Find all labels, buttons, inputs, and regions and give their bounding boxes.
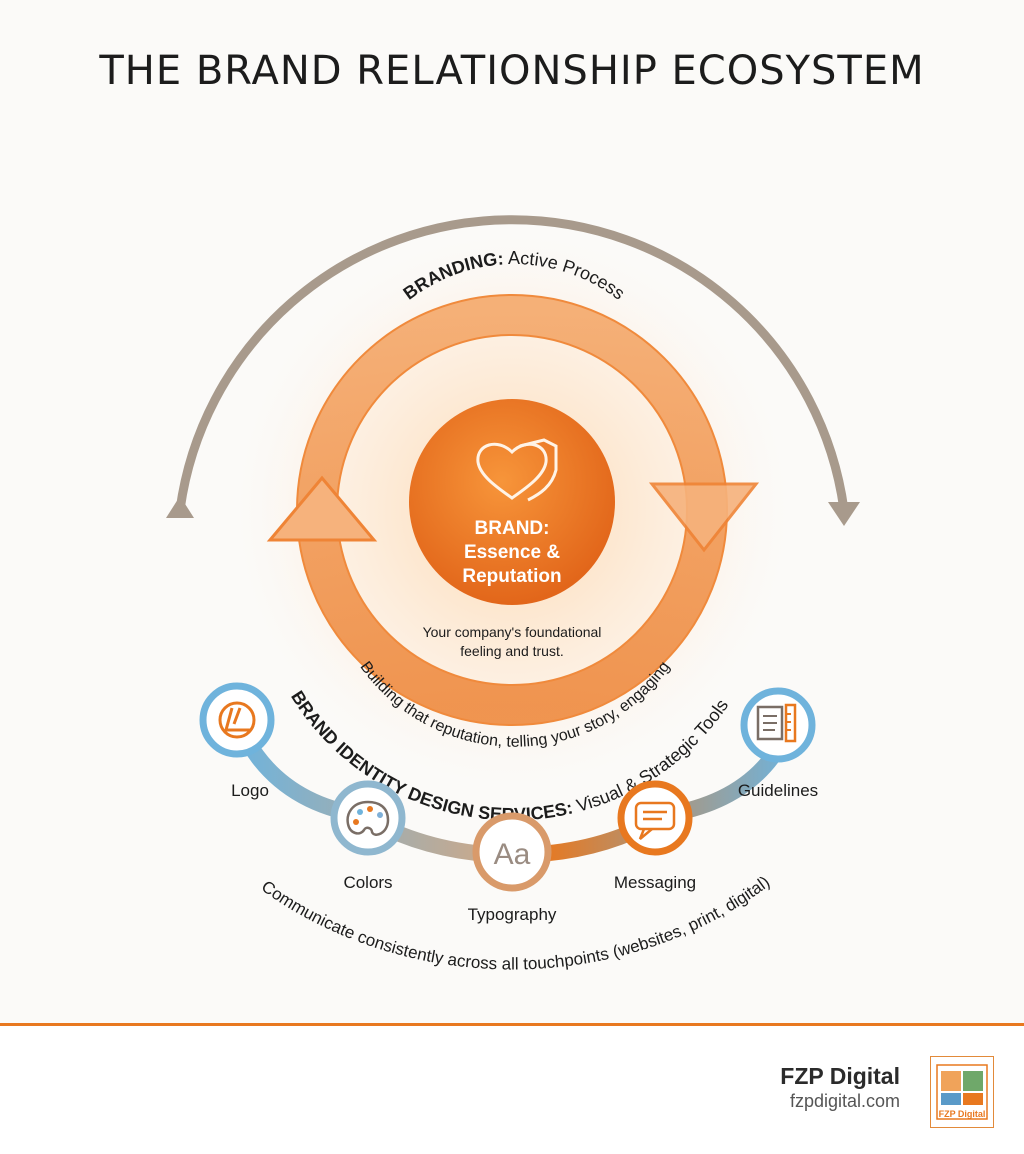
ecosystem-diagram: BRAND: Essence & Reputation Your company…	[166, 215, 860, 974]
palette-icon	[346, 800, 390, 836]
outer-arrow-up	[166, 496, 194, 518]
tool-colors: Colors	[330, 780, 406, 892]
svg-text:FZP Digital: FZP Digital	[939, 1109, 986, 1119]
core-heading-line1: BRAND:	[475, 518, 550, 539]
core-heading-line3: Reputation	[462, 566, 561, 587]
core-desc-line1: Your company's foundational	[423, 624, 602, 640]
logo-mark-icon	[218, 701, 256, 739]
footer-divider	[0, 1023, 1024, 1026]
tool-label-logo: Logo	[231, 781, 269, 800]
footer	[0, 1026, 1024, 1154]
tool-label-colors: Colors	[343, 873, 392, 892]
tool-label-typography: Typography	[468, 905, 557, 924]
tool-messaging: Messaging	[614, 780, 696, 892]
brand-core-circle	[409, 399, 615, 605]
page-title: THE BRAND RELATIONSHIP ECOSYSTEM	[99, 48, 925, 94]
tool-typography: Aa Typography	[468, 812, 557, 924]
company-url[interactable]: fzpdigital.com	[789, 1091, 900, 1111]
heart-shield-icon	[476, 438, 558, 502]
core-heading-line2: Essence &	[464, 542, 560, 563]
tool-label-guidelines: Guidelines	[738, 781, 818, 800]
chat-bubble-icon	[634, 801, 676, 840]
ring-arrow-down	[648, 482, 760, 553]
document-ruler-icon	[756, 703, 797, 743]
company-name: FZP Digital	[780, 1063, 900, 1089]
tool-guidelines: Guidelines	[738, 687, 818, 800]
fzp-logo-icon: FZP Digital	[936, 1064, 988, 1120]
typography-icon: Aa	[494, 838, 531, 871]
core-desc-line2: feeling and trust.	[460, 643, 564, 659]
tool-logo: Logo	[199, 682, 275, 800]
outer-arrow-down	[828, 502, 860, 526]
ring-arrow-up	[266, 475, 378, 542]
tool-label-messaging: Messaging	[614, 873, 696, 892]
outer-ring-top	[175, 215, 849, 511]
company-logo: FZP Digital	[930, 1056, 994, 1128]
